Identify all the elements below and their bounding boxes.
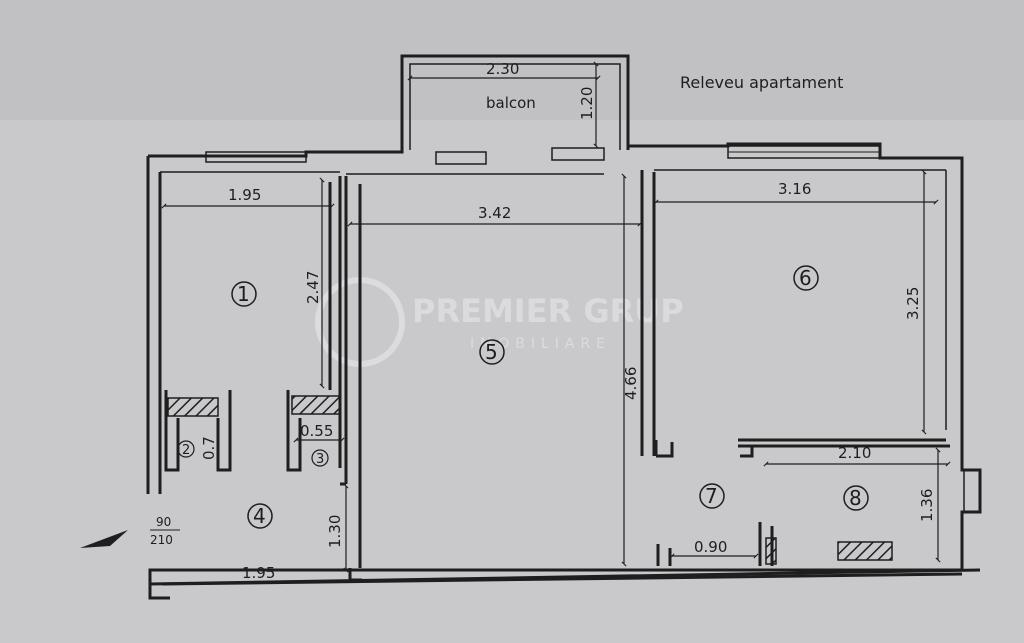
hall-width: 1.95 (242, 564, 275, 582)
entrance-arrow-icon (80, 530, 128, 548)
door-width: 0.90 (694, 538, 727, 556)
room5-width: 3.42 (478, 204, 511, 222)
room-1-label: 1 (237, 282, 250, 306)
room6-length: 3.25 (904, 287, 922, 320)
room-2-label: 2 (182, 443, 190, 458)
dimensions: 1.95 2.47 3.42 4.66 3.16 3.25 0.7 0.55 1… (161, 169, 951, 582)
room6-width: 3.16 (778, 180, 811, 198)
room-7-label: 7 (705, 484, 718, 508)
room2-width: 0.7 (200, 436, 218, 460)
room5-length: 4.66 (622, 367, 640, 400)
door-note-top: 90 (156, 515, 171, 529)
balcony-width: 2.30 (486, 60, 519, 78)
room-8-label: 8 (849, 486, 862, 510)
watermark-line1: PREMIER GRUP (412, 292, 684, 330)
door-note-bottom: 210 (150, 533, 173, 547)
room1-length: 2.47 (304, 271, 322, 304)
balcony: 2.30 1.20 balcon (400, 54, 630, 150)
entrance-marker: 90 210 (80, 515, 180, 548)
room-labels: 1 2 3 4 5 6 7 8 (177, 265, 869, 529)
balcony-label: balcon (486, 94, 536, 112)
room-4-label: 4 (253, 504, 266, 528)
watermark: PREMIER GRUP IMOBILIARE (315, 277, 684, 367)
plan-title: Releveu apartament (680, 73, 843, 92)
room3-width: 0.55 (300, 422, 333, 440)
room-3-label: 3 (316, 452, 324, 467)
room8-width: 2.10 (838, 444, 871, 462)
outer-walls (146, 142, 982, 600)
room8-length: 1.36 (918, 489, 936, 522)
balcony-depth: 1.20 (578, 87, 596, 120)
room1-width: 1.95 (228, 186, 261, 204)
room-5-label: 5 (485, 340, 498, 364)
interior-walls (164, 170, 950, 582)
hall-length: 1.30 (326, 515, 344, 548)
room-6-label: 6 (799, 266, 812, 290)
